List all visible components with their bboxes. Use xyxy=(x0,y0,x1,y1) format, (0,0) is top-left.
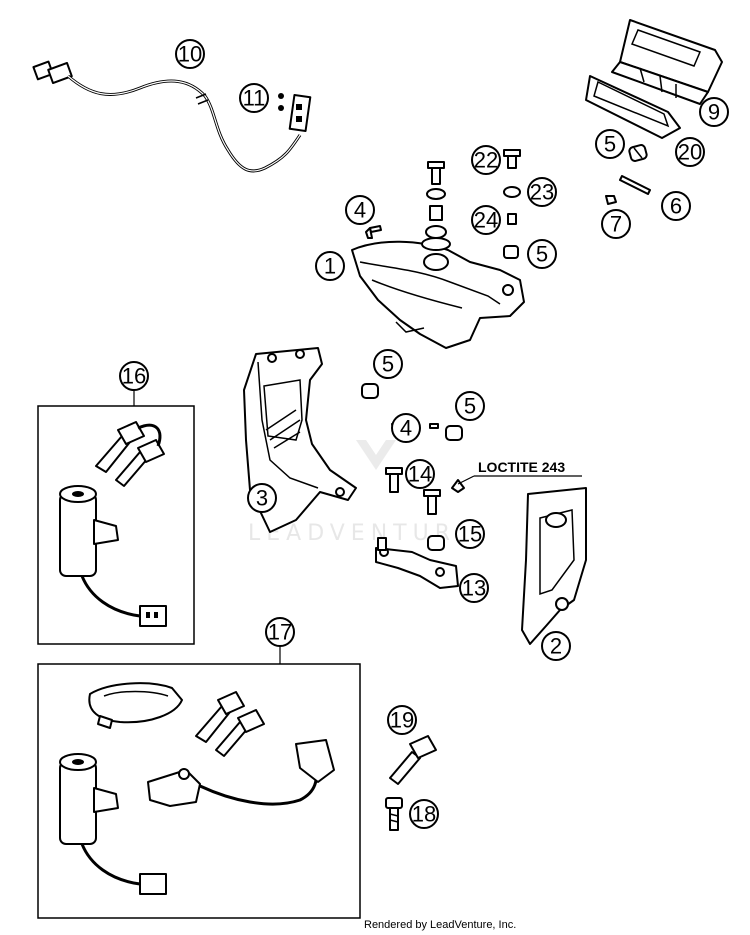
svg-text:3: 3 xyxy=(256,486,268,511)
callout-5a: 5 xyxy=(595,129,625,159)
svg-text:15: 15 xyxy=(458,522,482,547)
callout-5c: 5 xyxy=(373,349,403,379)
callout-11: 11 xyxy=(239,83,269,113)
callout-5b: 5 xyxy=(527,239,557,269)
svg-text:16: 16 xyxy=(122,364,146,389)
callout-15: 15 xyxy=(455,519,485,549)
box-16 xyxy=(37,405,195,645)
callout-23: 23 xyxy=(527,177,557,207)
callout-7: 7 xyxy=(601,209,631,239)
callout-22: 22 xyxy=(471,145,501,175)
callout-6: 6 xyxy=(661,191,691,221)
side-cover-3 xyxy=(243,347,357,533)
svg-text:22: 22 xyxy=(474,148,498,173)
callout-1: 1 xyxy=(315,251,345,281)
hardware-mid xyxy=(361,383,465,551)
svg-text:24: 24 xyxy=(474,208,498,233)
svg-text:2: 2 xyxy=(550,634,562,659)
svg-text:4: 4 xyxy=(354,198,366,223)
svg-text:5: 5 xyxy=(536,242,548,267)
callout-3: 3 xyxy=(247,483,277,513)
svg-text:5: 5 xyxy=(604,132,616,157)
svg-text:19: 19 xyxy=(390,708,414,733)
svg-text:5: 5 xyxy=(382,352,394,377)
svg-text:18: 18 xyxy=(412,802,436,827)
callout-5d: 5 xyxy=(455,391,485,421)
callout-19: 19 xyxy=(387,705,417,735)
svg-text:7: 7 xyxy=(610,212,622,237)
svg-text:5: 5 xyxy=(464,394,476,419)
side-cover-2 xyxy=(521,487,587,645)
callout-24: 24 xyxy=(471,205,501,235)
bracket-13 xyxy=(375,537,459,589)
callout-14: 14 xyxy=(405,459,435,489)
grommet-20 xyxy=(628,144,648,162)
lock-set-17 xyxy=(59,682,335,895)
instrument-cluster-9 xyxy=(585,19,723,139)
ignition-set-16 xyxy=(59,421,167,627)
nut-7 xyxy=(605,195,617,205)
wiring-harness-10 xyxy=(32,60,302,173)
footer-credit: Rendered by LeadVenture, Inc. xyxy=(364,919,516,931)
callout-20: 20 xyxy=(675,137,705,167)
loctite-label: LOCTITE 243 xyxy=(478,459,565,475)
svg-text:13: 13 xyxy=(462,576,486,601)
svg-text:9: 9 xyxy=(708,100,720,125)
pin-6 xyxy=(619,175,651,195)
callout-9: 9 xyxy=(699,97,729,127)
callout-16: 16 xyxy=(119,361,149,391)
bracket-1 xyxy=(351,237,525,349)
svg-text:14: 14 xyxy=(408,462,432,487)
hardware-stack xyxy=(365,149,521,259)
callout-4b: 4 xyxy=(391,413,421,443)
svg-text:10: 10 xyxy=(178,42,202,67)
svg-text:1: 1 xyxy=(324,254,336,279)
box-17 xyxy=(37,663,361,919)
svg-text:23: 23 xyxy=(530,180,554,205)
callout-2: 2 xyxy=(541,631,571,661)
bolt-18 xyxy=(385,797,403,831)
callout-10: 10 xyxy=(175,39,205,69)
connector-11 xyxy=(278,93,312,132)
callout-4a: 4 xyxy=(345,195,375,225)
svg-text:4: 4 xyxy=(400,416,412,441)
callout-18: 18 xyxy=(409,799,439,829)
key-19 xyxy=(389,735,437,785)
svg-text:17: 17 xyxy=(268,620,292,645)
callout-17: 17 xyxy=(265,617,295,647)
svg-text:11: 11 xyxy=(243,86,266,111)
svg-text:20: 20 xyxy=(678,140,702,165)
callout-13: 13 xyxy=(459,573,489,603)
svg-text:6: 6 xyxy=(670,194,682,219)
